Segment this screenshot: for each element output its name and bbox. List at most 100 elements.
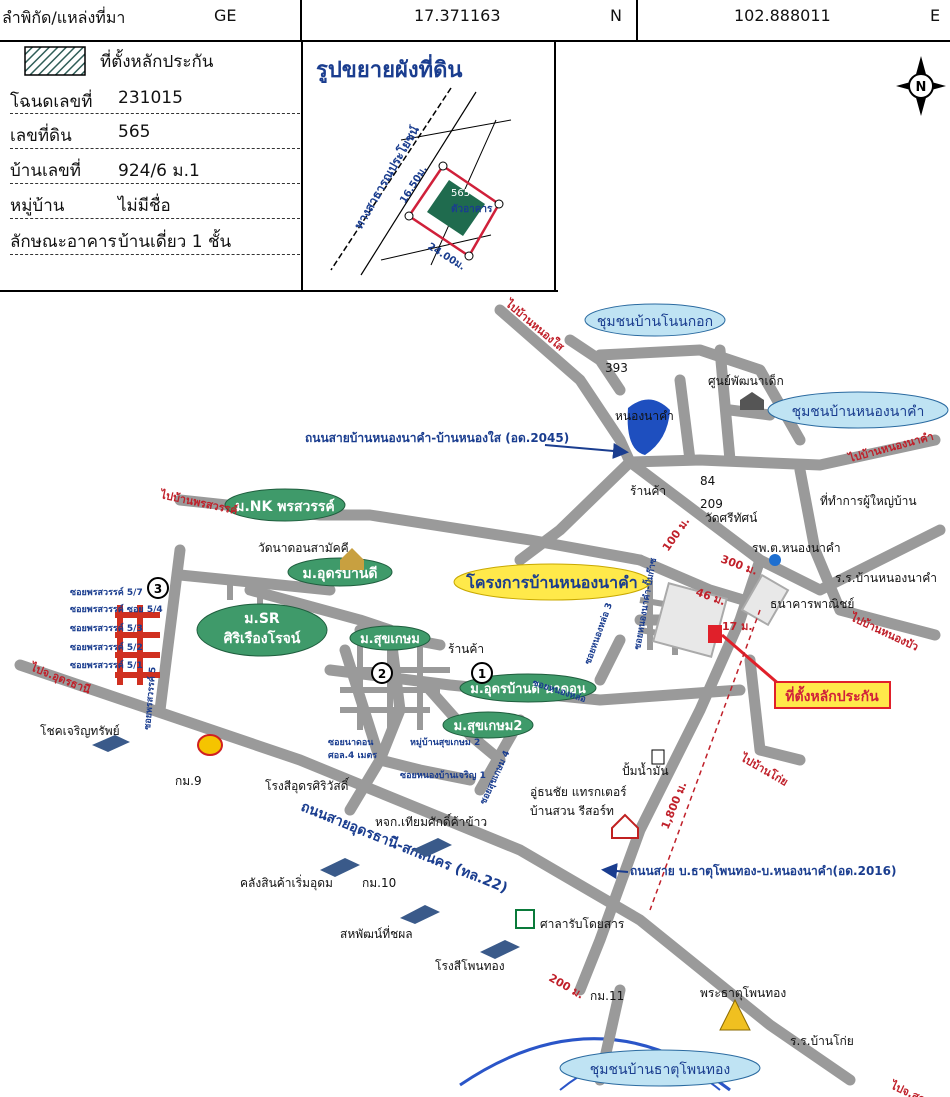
compass-letter: N [916, 80, 927, 95]
place-label: 209 [700, 497, 723, 511]
land-no-label: เลขที่ดิน [10, 126, 72, 146]
place-label: 84 [700, 474, 715, 488]
soi-label: ซอยพรสวรรค์ ซอย 5/4 [70, 603, 163, 615]
map-icons [92, 392, 781, 1031]
plot-length-label: 24.00ม. [425, 241, 466, 273]
place-label: ร.ร.บ้านโก่ย [790, 1034, 854, 1048]
place-label: ร้านค้า [448, 642, 484, 656]
resort-icon [611, 813, 639, 839]
warehouse-icon [320, 858, 360, 877]
village-label: ศิริเรืองโรจน์ [223, 629, 300, 647]
project-oval [453, 563, 651, 601]
temple-icon [340, 548, 364, 570]
location-map: ชุมชนบ้านโนนกอก ชุมชนบ้านหนองนาคำ ชุมชนบ… [14, 295, 950, 1097]
temple-icon [740, 392, 764, 410]
soi-label: หมู่บ้านสุขเกษม 2 [410, 737, 480, 748]
village-value: ไม่มีชื่อ [118, 196, 171, 216]
divider [300, 0, 302, 40]
divider [0, 290, 558, 292]
deed-value: 231015 [118, 88, 183, 108]
hospital-icon [769, 554, 781, 566]
place-label: วัดนาดอนสามัคคี [258, 541, 349, 555]
divider [10, 254, 300, 255]
village-label: ม.สุขเกษม [360, 632, 420, 647]
collateral-marker [708, 625, 722, 643]
soi-label: ซอยพรสวรรค์ 5/3 [70, 622, 143, 634]
collateral-pointer [721, 633, 781, 687]
distance-label: 100 ม. [660, 515, 693, 554]
marker-number: 2 [378, 667, 386, 681]
seven-eleven-icon [515, 909, 535, 929]
soi-label: ซอยพรสวรรค์ 5/7 [70, 586, 143, 598]
longitude-value: 102.888011 [734, 6, 831, 25]
road-pointer [544, 442, 629, 459]
village-label: หมู่บ้าน [10, 196, 65, 216]
place-label: ศูนย์พัฒนาเด็ก [708, 373, 784, 389]
land-no-value: 565 [118, 122, 151, 142]
plot-building-label: ตัวอาคาร [451, 203, 493, 215]
place-label: วัดศรีทัศน์ [705, 511, 757, 525]
community-labels: ชุมชนบ้านโนนกอก ชุมชนบ้านหนองนาคำ ชุมชนบ… [559, 303, 949, 1087]
blank-area [32, 1047, 367, 1097]
shell-station-icon [197, 734, 223, 756]
longitude-dir: E [930, 6, 941, 25]
place-label: รพ.ต.หนองนาคำ [752, 541, 841, 555]
divider [10, 218, 300, 219]
road-label-2016: ถนนสาย บ.ธาตุโพนทอง-บ.หนองนาคำ(อด.2016) [630, 863, 896, 879]
place-labels: 393 ศูนย์พัฒนาเด็ก หนองนาคำ ร้านค้า 84 2… [40, 361, 937, 1048]
place-label: หจก.เทียมศักดิ์ค้าข้าว [375, 813, 487, 829]
plot-diagram: ทางสาธารณประโยชน์ 16.50ม. 565 ตัวอาคาร 2… [330, 87, 512, 276]
place-label: ที่ทำการผู้ใหญ่บ้าน [820, 492, 917, 509]
village-label: ม.SR [244, 611, 280, 627]
latitude-dir: N [610, 6, 622, 25]
north-arrow-icon: N [896, 56, 946, 116]
gas-pump-icon [651, 749, 665, 765]
soi-label: ซอยพรสวรรค์ 5/1 [70, 659, 143, 671]
village-label: ม.NK พรสวรรค์ [235, 498, 335, 515]
divider [636, 0, 638, 40]
plot-parcel-label: 565 [451, 188, 470, 199]
warehouse-icon [400, 905, 440, 924]
divider [10, 113, 300, 114]
direction-label: ไปบ้านพรสวรรค์ [157, 487, 239, 517]
road-label-2045: ถนนสายบ้านหนองนาคำ-บ้านหนองใส (อด.2045) [305, 430, 569, 445]
community-label: ชุมชนบ้านธาตุโพนทอง [590, 1061, 730, 1078]
stupa-icon [719, 998, 751, 1031]
latitude-value: 17.371163 [414, 6, 501, 25]
soi-label: ซอยพรสวรรค์ 5/2 [70, 641, 143, 653]
place-label: โรงสีอุดรศิริวัสดิ์ [265, 777, 350, 794]
pornsawan-soi-grid [115, 605, 160, 685]
road-pointer [601, 863, 629, 880]
coordinate-header: ลำพิกัด/แหล่งที่มา GE 17.371163 N 102.88… [0, 0, 950, 42]
soi-label: ศอล.4 เมตร [328, 751, 377, 761]
place-label: 393 [605, 361, 628, 375]
village-labels: ม.NK พรสวรรค์ ม.อุดรบ้านดี ม.SR ศิริเรือ… [196, 488, 597, 739]
house-no-label: บ้านเลขที่ [10, 161, 82, 181]
place-label: กม.9 [175, 774, 202, 788]
place-label: พระธาตุโพนทอง [700, 986, 786, 1001]
legend-label: ที่ตั้งหลักประกัน [100, 52, 214, 72]
community-label: ชุมชนบ้านหนองนาคำ [792, 404, 925, 420]
place-label: บ้านสวน รีสอร์ท [530, 804, 614, 818]
direction-label: ไปจ.สกลนคร [887, 1077, 950, 1097]
coord-source: GE [214, 6, 237, 25]
place-label: ร้านค้า [630, 484, 666, 498]
plot-width-label: 16.50ม. [398, 164, 430, 205]
marker-number: 1 [478, 667, 486, 681]
building-type-label: ลักษณะอาคาร [10, 232, 117, 252]
distance-label: 17 ม. [722, 620, 753, 633]
place-label: โรงสีโพนทอง [435, 959, 505, 973]
soi-label: ซอยนาดอน [328, 738, 374, 748]
building-type-value: บ้านเดี่ยว 1 ชั้น [118, 232, 232, 252]
divider [10, 183, 300, 184]
village-label: ม.สุขเกษม2 [454, 719, 523, 734]
deed-label: โฉนดเลขที่ [10, 92, 93, 112]
warehouse-icon [412, 838, 452, 857]
lake [627, 399, 670, 455]
place-label: โชคเจริญทรัพย์ [40, 724, 120, 738]
collateral-box [774, 681, 891, 709]
divider [10, 148, 300, 149]
warehouse-icon [480, 940, 520, 959]
collateral-label: ที่ตั้งหลักประกัน [785, 685, 879, 705]
coord-label: ลำพิกัด/แหล่งที่มา [2, 8, 126, 27]
